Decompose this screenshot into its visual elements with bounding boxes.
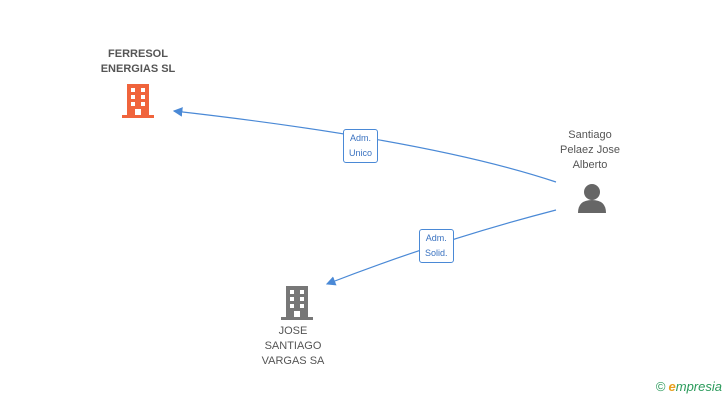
node-label-line: SANTIAGO <box>264 340 322 352</box>
building-icon[interactable] <box>281 286 313 320</box>
node-label-line: ENERGIAS SL <box>100 63 176 75</box>
node-label-line: VARGAS SA <box>261 355 325 367</box>
copyright-icon: © <box>655 379 666 394</box>
node-label-line: Santiago <box>568 129 612 141</box>
brand-name: mpresia <box>675 379 722 394</box>
edge-label-line: Unico <box>349 148 373 158</box>
edge-label-line: Adm. <box>425 233 447 243</box>
brand-logo: ©empresia <box>656 379 722 394</box>
node-label-line: Alberto <box>572 159 608 171</box>
edge-label-adm-unico[interactable]: Adm. Unico <box>343 129 379 163</box>
node-label-line: Pelaez Jose <box>560 144 620 156</box>
node-label-jose: JOSE SANTIAGO VARGAS SA <box>243 324 343 369</box>
edge-label-adm-solid[interactable]: Adm. Solid. <box>419 229 454 263</box>
edge-label-line: Adm. <box>350 133 372 143</box>
person-icon[interactable] <box>576 183 608 213</box>
edge-adm-unico <box>172 107 557 183</box>
edge-label-line: Solid. <box>425 248 448 258</box>
brand-letter: e <box>668 379 676 394</box>
node-label-line: FERRESOL <box>108 48 168 60</box>
node-label-line: JOSE <box>278 325 308 337</box>
node-label-santiago: Santiago Pelaez Jose Alberto <box>544 128 636 173</box>
node-label-ferresol: FERRESOL ENERGIAS SL <box>78 47 198 77</box>
building-icon[interactable] <box>122 84 154 118</box>
